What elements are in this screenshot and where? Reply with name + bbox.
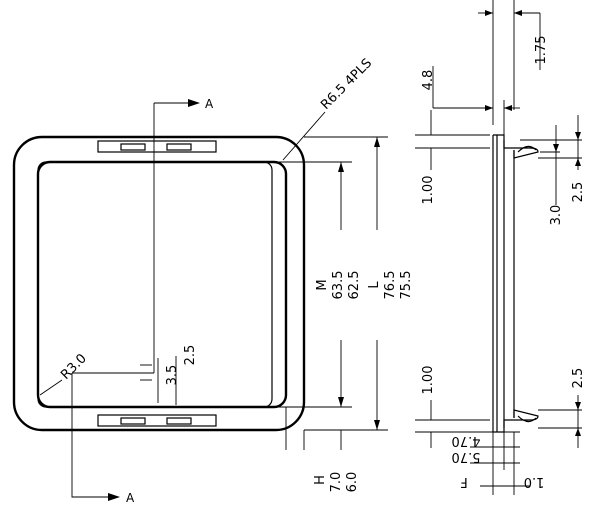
side-view: 1.75 4.8 1.00 3.0 2.5 1.00 xyxy=(415,0,586,495)
inner-step xyxy=(37,161,273,408)
dim-2-5-left: 2.5 xyxy=(183,345,198,366)
dim-7-0: 7.0 xyxy=(329,472,344,493)
dim-76-5: 76.5 xyxy=(383,271,398,300)
bottom-tab xyxy=(97,414,217,427)
dim-6-0: 6.0 xyxy=(345,472,360,493)
dim-1-00-bottom: 1.00 xyxy=(421,366,436,395)
radius-inner-label: R3.0 xyxy=(58,351,90,383)
radius-corner-label: R6.5 4PLS xyxy=(318,56,375,113)
dim-1-75: 1.75 xyxy=(534,36,549,65)
dim-2-5-bottom: 2.5 xyxy=(571,368,586,389)
dim-2-5-top: 2.5 xyxy=(571,182,586,203)
dim-3-5: 3.5 xyxy=(165,365,180,386)
outer-frame xyxy=(12,135,306,432)
dim-H: H xyxy=(313,475,328,485)
dim-1-00-top: 1.00 xyxy=(421,176,436,205)
top-tab xyxy=(97,140,217,153)
section-label-top: A xyxy=(205,97,214,111)
section-line-bottom xyxy=(71,373,110,498)
section-label-bottom: A xyxy=(126,491,135,505)
dim-M: M xyxy=(315,279,330,290)
dim-63-5: 63.5 xyxy=(331,271,346,300)
dim-4-70: 4.70 xyxy=(452,433,481,448)
dim-L: L xyxy=(367,281,382,289)
dim-1-0: 1.0 xyxy=(524,474,545,489)
dim-75-5: 75.5 xyxy=(399,271,414,300)
dim-3-0: 3.0 xyxy=(549,205,564,226)
front-view: A A 3.5 2.5 R6.5 4PLS R3.0 M 63.5 62.5 xyxy=(12,56,414,505)
dim-62-5: 62.5 xyxy=(347,271,362,300)
dim-F: F xyxy=(460,474,467,489)
dim-4-8: 4.8 xyxy=(421,70,436,91)
dim-5-70: 5.70 xyxy=(452,449,481,464)
